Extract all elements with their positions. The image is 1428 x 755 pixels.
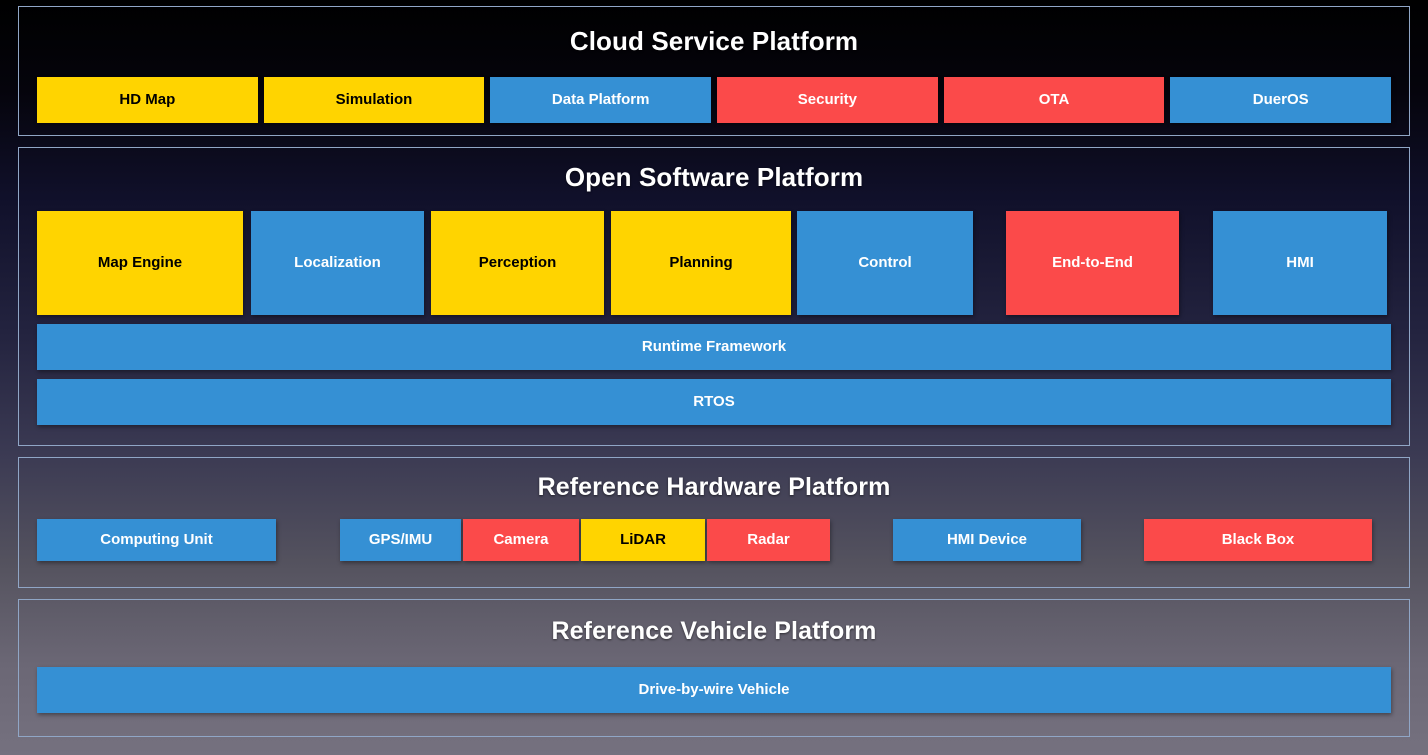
layer-open-software-platform: Open Software Platform Map Engine Locali… [18,147,1410,446]
cloud-item-ota[interactable]: OTA [943,77,1165,123]
cloud-service-item-row: HD Map Simulation Data Platform Security… [37,77,1392,123]
hardware-item-hmi-device[interactable]: HMI Device [893,519,1081,561]
module-gap [973,211,1006,315]
hardware-item-radar[interactable]: Radar [707,519,830,561]
software-module-control[interactable]: Control [797,211,973,315]
software-module-localization[interactable]: Localization [251,211,424,315]
layer-title-reference-vehicle-platform: Reference Vehicle Platform [551,617,877,645]
module-gap [424,211,431,315]
hardware-item-gps-imu[interactable]: GPS/IMU [340,519,461,561]
hardware-gap [830,519,893,561]
software-module-end-to-end[interactable]: End-to-End [1006,211,1179,315]
module-gap [243,211,251,315]
software-module-planning[interactable]: Planning [611,211,791,315]
software-module-perception[interactable]: Perception [431,211,604,315]
hardware-item-black-box[interactable]: Black Box [1144,519,1372,561]
hardware-item-computing-unit[interactable]: Computing Unit [37,519,276,561]
layer-title-cloud-service-platform: Cloud Service Platform [569,26,859,56]
cloud-item-security[interactable]: Security [717,77,938,123]
hardware-item-camera[interactable]: Camera [463,519,579,561]
software-module-hmi[interactable]: HMI [1213,211,1387,315]
software-bar-rtos[interactable]: RTOS [37,379,1391,425]
software-bar-runtime-framework[interactable]: Runtime Framework [37,324,1391,370]
cloud-item-data-platform[interactable]: Data Platform [490,77,712,123]
hardware-gap [1081,519,1144,561]
software-module-row: Map Engine Localization Perception Plann… [37,211,1391,315]
hardware-sensor-group: GPS/IMU Camera LiDAR Radar [340,519,830,561]
cloud-item-simulation[interactable]: Simulation [263,77,485,123]
hardware-item-row: Computing Unit GPS/IMU Camera LiDAR Rada… [37,519,1391,561]
module-gap [604,211,611,315]
module-gap [1179,211,1213,315]
layer-title-open-software-platform: Open Software Platform [564,162,864,192]
cloud-item-dueros[interactable]: DuerOS [1170,77,1392,123]
software-module-map-engine[interactable]: Map Engine [37,211,243,315]
vehicle-bar-drive-by-wire-vehicle[interactable]: Drive-by-wire Vehicle [37,667,1391,713]
layer-cloud-service-platform: Cloud Service Platform HD Map Simulation… [18,6,1410,136]
hardware-item-lidar[interactable]: LiDAR [581,519,705,561]
layer-reference-hardware-platform: Reference Hardware Platform Computing Un… [18,457,1410,588]
layer-title-reference-hardware-platform: Reference Hardware Platform [537,473,891,501]
layer-reference-vehicle-platform: Reference Vehicle Platform Drive-by-wire… [18,599,1410,737]
cloud-item-hd-map[interactable]: HD Map [37,77,258,123]
hardware-gap [276,519,340,561]
